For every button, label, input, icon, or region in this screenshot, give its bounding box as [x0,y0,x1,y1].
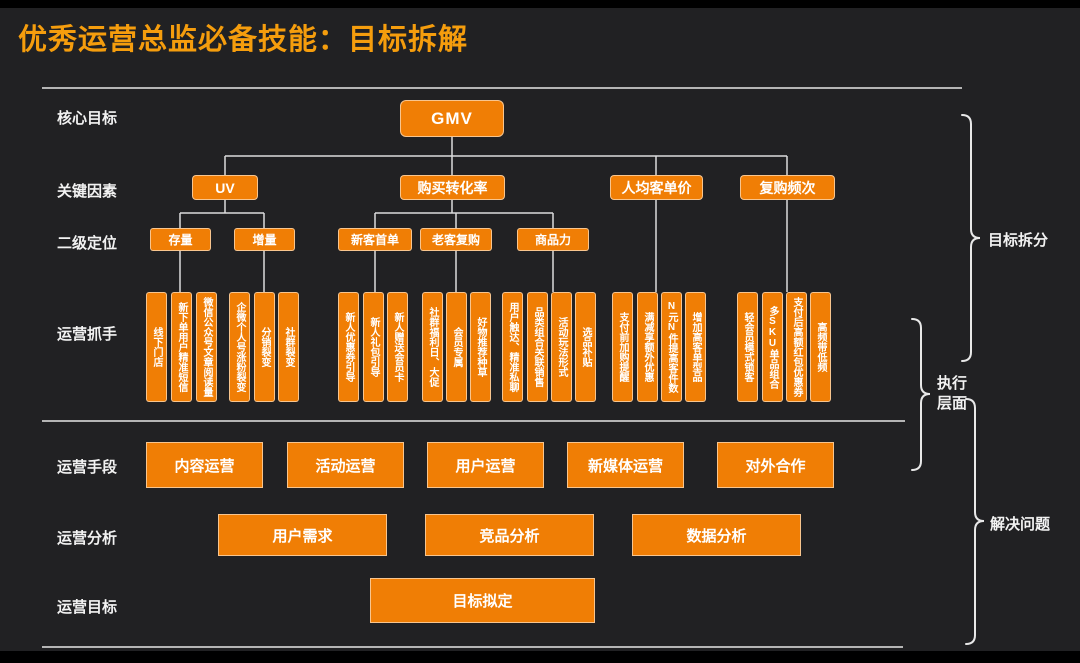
node-repeat-purchase: 老客复购 [420,228,492,251]
handle-13: 用户触达、精准私聊 [502,292,523,402]
analysis-data: 数据分析 [632,514,801,556]
handle-04: 企微个人号涨粉裂变 [229,292,250,402]
handle-09: 新人赠送会员卡 [387,292,408,402]
handle-07: 新人优惠券引导 [338,292,359,402]
method-external: 对外合作 [717,442,834,488]
analysis-user-needs: 用户需求 [218,514,387,556]
brace-goal-split [961,114,981,362]
handle-17: 支付前加购提醒 [612,292,633,402]
row-label-key-factor: 关键因素 [57,183,118,200]
node-existing-users: 存量 [150,228,211,251]
brace-execution [911,318,931,471]
method-user: 用户运营 [427,442,544,488]
row-label-analysis: 运营分析 [57,530,118,547]
page-title: 优秀运营总监必备技能：目标拆解 [18,24,469,56]
handle-20: 增加高客单型品 [685,292,706,402]
analysis-competitor: 竞品分析 [425,514,594,556]
handle-11: 会员专属 [446,292,467,402]
node-repurchase-freq: 复购频次 [740,175,835,200]
handle-14: 品类组合关联销售 [527,292,548,402]
row-label-handles: 运营抓手 [57,326,118,343]
handle-01: 线下门店 [146,292,167,402]
bracket-label-solve: 解决问题 [990,516,1051,533]
handle-08: 新人礼包引导 [363,292,384,402]
bracket-label-execution: 执行层面 [936,375,967,412]
handle-06: 社群裂变 [278,292,299,402]
handle-24: 高频带低频 [810,292,831,402]
goal-setting: 目标拟定 [370,578,595,623]
handle-15: 活动玩法形式 [551,292,572,402]
top-black-strip [0,0,1080,8]
handle-05: 分销裂变 [254,292,275,402]
method-content: 内容运营 [146,442,263,488]
node-new-users: 增量 [234,228,295,251]
method-activity: 活动运营 [287,442,404,488]
row-label-core-goal: 核心目标 [57,110,118,127]
node-product-power: 商品力 [517,228,589,251]
handle-19: N元N件提高客件数 [661,292,682,402]
node-new-first-order: 新客首单 [338,228,412,251]
node-avg-order-value: 人均客单价 [610,175,703,200]
handle-16: 选品补贴 [575,292,596,402]
handle-21: 轻会员模式锁客 [737,292,758,402]
handle-03: 微信公众号文章阅读量 [196,292,217,402]
row-label-methods: 运营手段 [57,459,118,476]
row-label-goal: 运营目标 [57,599,118,616]
row-label-secondary: 二级定位 [57,235,118,252]
handle-23: 支付后高额红包优惠券 [786,292,807,402]
node-uv: UV [192,175,258,200]
node-conversion-rate: 购买转化率 [400,175,505,200]
handle-12: 好物推荐种草 [470,292,491,402]
handle-10: 社群福利日、大促 [422,292,443,402]
node-gmv: GMV [400,100,504,137]
brace-solve [965,398,985,645]
method-new-media: 新媒体运营 [567,442,684,488]
handle-22: 多SKU单品组合 [762,292,783,402]
bracket-label-goal-split: 目标拆分 [988,232,1049,249]
handle-02: 新下单用户精准短信 [171,292,192,402]
bottom-black-strip [0,651,1080,663]
handle-18: 满减享额外优惠 [637,292,658,402]
